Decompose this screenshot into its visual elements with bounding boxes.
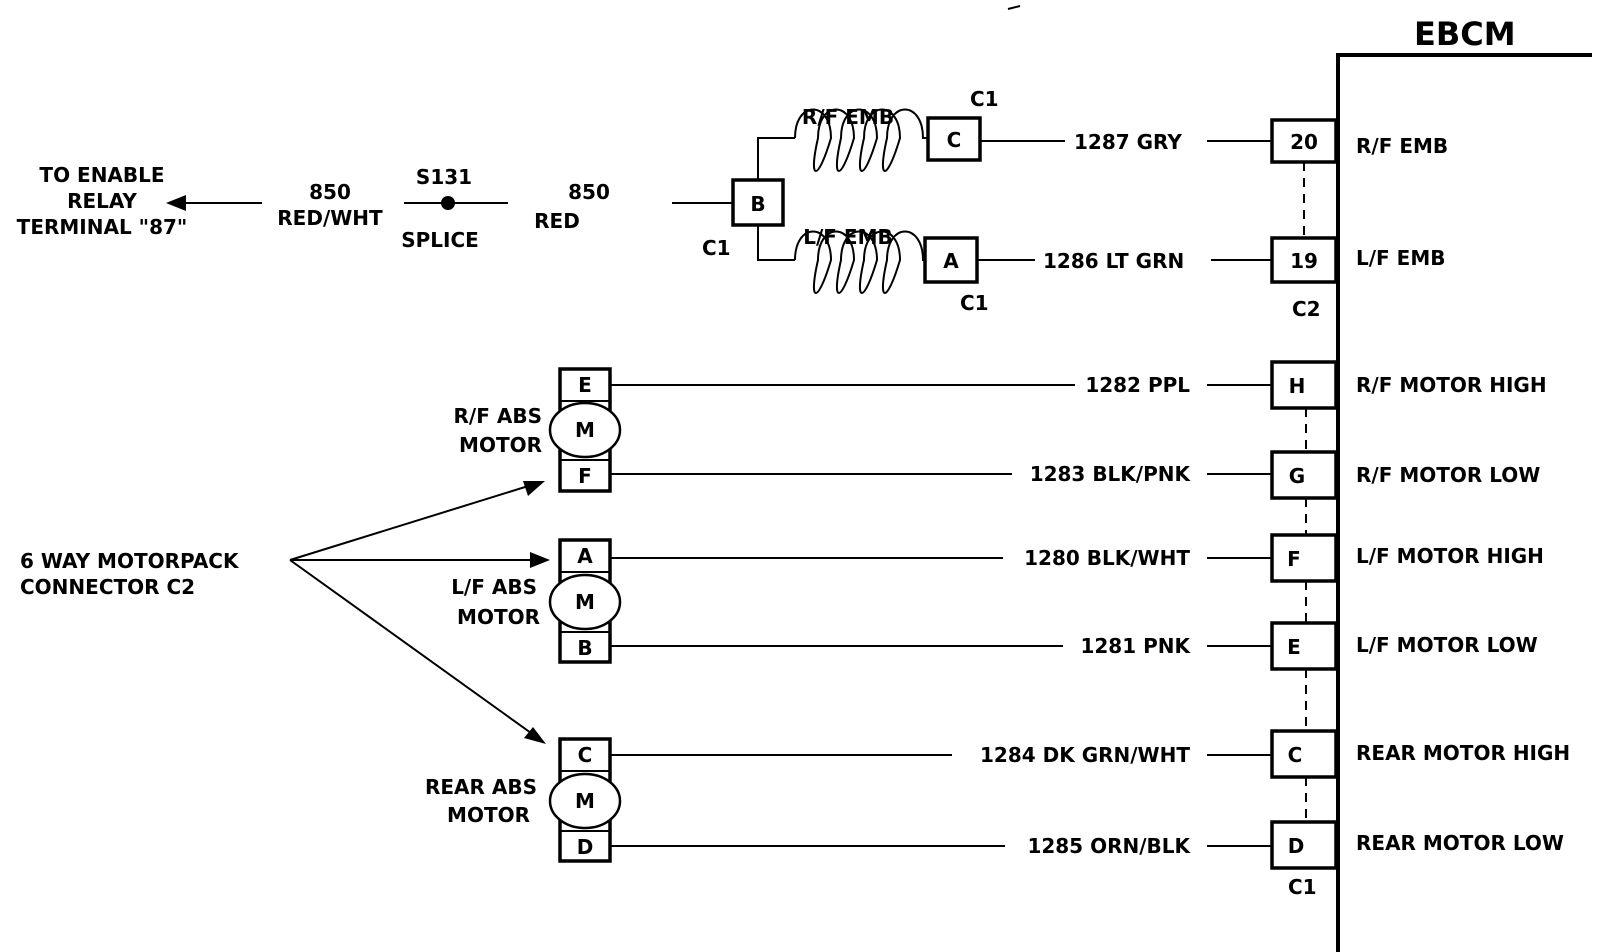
rf-motor-pin-e: E: [578, 373, 592, 397]
lf-motor-label-line1: L/F ABS: [451, 575, 537, 599]
ebcm-pin-19-box: [1270, 236, 1338, 284]
lf-motor-pin-a: A: [577, 544, 593, 568]
lf-emb-coil-label: L/F EMB: [803, 225, 892, 249]
ebcm-pin-f-box: [1270, 533, 1338, 583]
splice-dot: [441, 196, 455, 210]
ebcm-label-lf-motor-high: L/F MOTOR HIGH: [1356, 544, 1544, 568]
rf-emb-pin: C: [947, 128, 962, 152]
ebcm-label-rf-motor-low: R/F MOTOR LOW: [1356, 463, 1540, 487]
ebcm-pin-g-box: [1270, 450, 1338, 500]
ebcm-pin-c: C: [1288, 743, 1303, 767]
ebcm-connector-c2: C2: [1292, 297, 1321, 321]
relay-arrow-head: [166, 195, 186, 211]
rear-motor-label-line2: MOTOR: [447, 803, 530, 827]
relay-label-line2: RELAY: [67, 189, 137, 213]
rf-emb-wire-label: 1287 GRY: [1074, 130, 1182, 154]
wire-1285-label: 1285 ORN/BLK: [1027, 834, 1191, 858]
wire-1283-label: 1283 BLK/PNK: [1030, 462, 1192, 486]
lf-motor-label-line2: MOTOR: [457, 605, 540, 629]
ebcm-pin-c-box: [1270, 729, 1338, 779]
rf-emb-coil-label: R/F EMB: [802, 105, 894, 129]
lf-emb-coil: L/F EMB: [794, 225, 925, 294]
motorpack-arrow-rear: [289, 559, 539, 739]
lf-emb-pin-connector: C1: [960, 291, 989, 315]
rear-motor-label-line1: REAR ABS: [425, 775, 537, 799]
wire-1281-label: 1281 PNK: [1080, 634, 1191, 658]
lf-emb-wire-label: 1286 LT GRN: [1043, 249, 1184, 273]
ebcm-connector-c1: C1: [1288, 875, 1317, 899]
lf-abs-motor: M A B L/F ABS MOTOR: [451, 538, 622, 664]
ebcm-label-rf-emb: R/F EMB: [1356, 134, 1448, 158]
rf-emb-pin-box: [926, 116, 982, 162]
ebcm-label-rear-motor-low: REAR MOTOR LOW: [1356, 831, 1564, 855]
ebcm-module: EBCM: [1336, 15, 1592, 952]
rf-motor-label-line1: R/F ABS: [454, 404, 542, 428]
ebcm-label-rf-motor-high: R/F MOTOR HIGH: [1356, 373, 1547, 397]
ebcm-pin-f: F: [1287, 547, 1301, 571]
rf-motor-m: M: [575, 418, 595, 442]
emb-input-connector: C1: [702, 236, 731, 260]
rear-abs-motor: M C D REAR ABS MOTOR: [425, 737, 622, 863]
lf-emb-branch: [757, 225, 795, 261]
ebcm-pin-g: G: [1289, 464, 1305, 488]
lf-emb-pin: A: [943, 249, 959, 273]
rf-motor-label-line2: MOTOR: [459, 433, 542, 457]
ebcm-title: EBCM: [1414, 15, 1516, 53]
ebcm-pin-e-box: [1270, 621, 1338, 671]
ebcm-pin-d: D: [1288, 834, 1305, 858]
relay-label-line1: TO ENABLE: [39, 163, 164, 187]
splice-id: S131: [416, 165, 472, 189]
ebcm-pin-h: H: [1289, 374, 1306, 398]
enable-relay-feed: TO ENABLE RELAY TERMINAL "87" 850 RED/WH…: [17, 163, 733, 252]
scan-speck: [1007, 5, 1021, 10]
lf-motor-m: M: [575, 590, 595, 614]
rf-emb-pin-connector: C1: [970, 87, 999, 111]
rf-emb-branch: [757, 137, 795, 180]
rf-motor-pin-f: F: [578, 464, 592, 488]
lf-motor-symbol: [548, 573, 622, 631]
rear-motor-symbol: [548, 772, 622, 830]
wire-1280-label: 1280 BLK/WHT: [1024, 546, 1190, 570]
motorpack-label-line1: 6 WAY MOTORPACK: [20, 549, 240, 573]
rear-motor-pin-d: D: [577, 835, 594, 859]
emb-section: B C1 R/F EMB C C1 1287 GRY 20 R/F EMB L/…: [702, 87, 1448, 321]
ebcm-pin-d-box: [1270, 820, 1338, 870]
relay-label-line3: TERMINAL "87": [17, 215, 188, 239]
rf-emb-coil: R/F EMB: [794, 105, 928, 172]
motorpack-arrow-rf: [289, 482, 539, 561]
rear-motor-pin-c: C: [578, 743, 593, 767]
motorpack-arrowhead-rf: [523, 481, 545, 496]
motorpack-arrowhead-rear: [524, 727, 546, 744]
splice-label: SPLICE: [401, 228, 479, 252]
motorpack-label-line2: CONNECTOR C2: [20, 575, 195, 599]
wire-850-out-color: RED: [534, 209, 580, 233]
ebcm-pin-e: E: [1287, 635, 1301, 659]
motorpack-arrowhead-lf: [530, 552, 550, 568]
wire-1282-label: 1282 PPL: [1085, 373, 1190, 397]
ebcm-pin-20: 20: [1290, 130, 1318, 154]
rear-motor-m: M: [575, 789, 595, 813]
ebcm-pin-19: 19: [1290, 249, 1318, 273]
wire-1284-label: 1284 DK GRN/WHT: [980, 743, 1190, 767]
rf-motor-symbol: [548, 401, 622, 459]
ebcm-label-lf-emb: L/F EMB: [1356, 246, 1445, 270]
ebcm-pin-20-box: [1270, 118, 1338, 164]
wire-850-in-number: 850: [309, 180, 351, 204]
lf-motor-pin-b: B: [577, 636, 592, 660]
wire-850-out-number: 850: [568, 180, 610, 204]
ebcm-label-rear-motor-high: REAR MOTOR HIGH: [1356, 741, 1570, 765]
ebcm-pin-h-box: [1270, 360, 1338, 410]
emb-input-pin: B: [750, 192, 765, 216]
ebcm-label-lf-motor-low: L/F MOTOR LOW: [1356, 633, 1538, 657]
wire-850-in-color: RED/WHT: [277, 206, 383, 230]
rf-abs-motor: M E F R/F ABS MOTOR: [454, 367, 622, 493]
motorpack-section: 6 WAY MOTORPACK CONNECTOR C2 M E F R/F A…: [20, 360, 1570, 899]
